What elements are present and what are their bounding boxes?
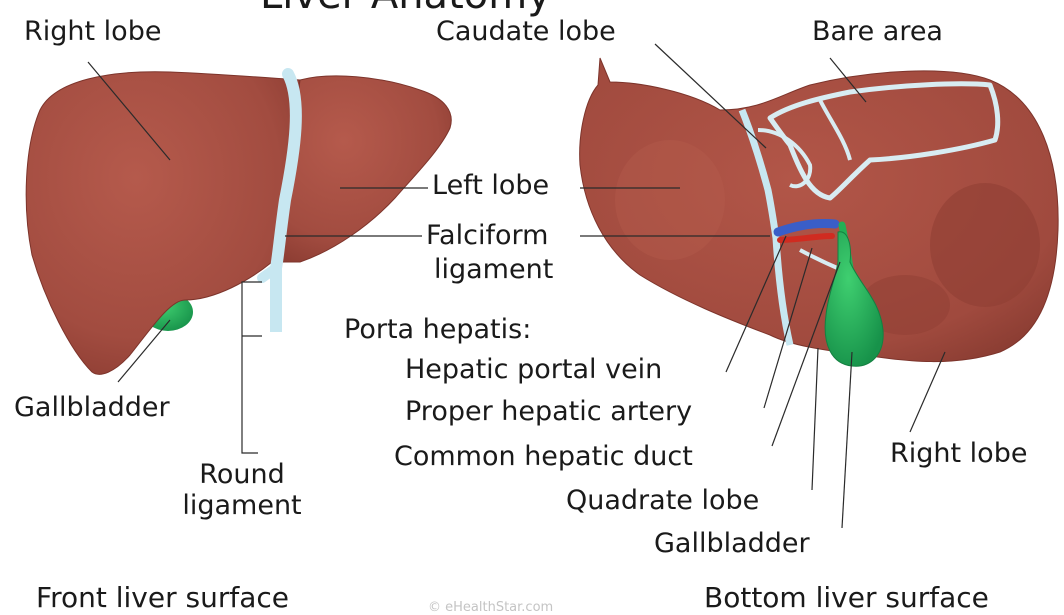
- porta-hepatis-label: Porta hepatis:: [344, 316, 531, 343]
- falciform-label-line1: Falciform: [426, 222, 548, 249]
- leader-bottom-right-lobe: [910, 352, 945, 432]
- gastric-impression: [615, 140, 725, 260]
- leader-round-ligament: [242, 282, 262, 453]
- leader-bottom-gallbladder: [842, 352, 852, 528]
- credit-watermark: © eHealthStar.com: [428, 600, 553, 615]
- round-ligament-label-line1: Round: [152, 461, 332, 488]
- left-lobe-label: Left lobe: [432, 172, 549, 199]
- round-ligament-label-line2: ligament: [152, 492, 332, 519]
- proper-hepatic-artery-label: Proper hepatic artery: [405, 398, 692, 425]
- bottom-surface-caption: Bottom liver surface: [704, 584, 989, 612]
- front-right-lobe-label: Right lobe: [24, 18, 161, 45]
- bottom-right-lobe-label: Right lobe: [890, 440, 1027, 467]
- front-surface-caption: Front liver surface: [36, 584, 289, 612]
- common-hepatic-duct-label: Common hepatic duct: [394, 443, 693, 470]
- quadrate-lobe-label: Quadrate lobe: [566, 487, 759, 514]
- falciform-label-line2: ligament: [434, 256, 553, 283]
- front-gallbladder-label: Gallbladder: [14, 394, 170, 421]
- caudate-lobe-label: Caudate lobe: [436, 18, 616, 45]
- hepatic-portal-vein-label: Hepatic portal vein: [405, 356, 662, 383]
- bare-area-label: Bare area: [812, 18, 943, 45]
- bottom-gallbladder-label: Gallbladder: [654, 530, 810, 557]
- renal-impression: [930, 183, 1040, 307]
- leader-quadrate-lobe: [812, 348, 818, 490]
